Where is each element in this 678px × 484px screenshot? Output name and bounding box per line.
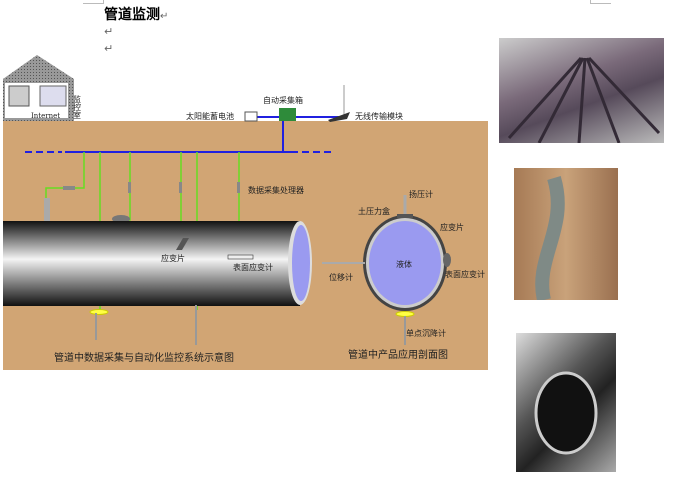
- monitor-room: Internet 监控室: [3, 55, 82, 121]
- paragraph-mark: ↵: [104, 25, 114, 38]
- piezometer-label: 扬压计: [409, 189, 433, 199]
- data-processor-label: 数据采集处理器: [248, 185, 304, 195]
- pipe-cross-section: [322, 195, 451, 345]
- strain-gauge-label: 应变片: [161, 253, 185, 263]
- wireless-module-icon: [328, 112, 350, 122]
- solar-battery-label: 太阳能蓄电池: [186, 111, 234, 121]
- page-corner-mark: [590, 0, 611, 4]
- settlement-meter-label: 单点沉降计: [406, 328, 446, 338]
- photo-pipe-trench: [514, 168, 618, 300]
- monitor-room-label: 监控室: [73, 94, 82, 119]
- caption-right: 管道中产品应用剖面图: [348, 348, 448, 361]
- photo-pipe-welding: [516, 333, 616, 472]
- section-strain-gauge-label: 应变片: [440, 222, 464, 232]
- strain-gauge-icon: [176, 238, 189, 250]
- page-corner-mark: [83, 0, 104, 4]
- screen-icon: [39, 85, 67, 107]
- pipeline: [3, 198, 312, 306]
- page-heading: 管道监测↵: [104, 4, 168, 24]
- section-surface-strain-meter-label: 表面应变计: [445, 269, 485, 279]
- surface-strain-meter-label: 表面应变计: [233, 262, 273, 272]
- auto-collection-box-icon: [279, 108, 296, 121]
- caption-left: 管道中数据采集与自动化监控系统示意图: [54, 351, 234, 364]
- solar-battery-icon: [244, 111, 258, 122]
- computer-icon: [8, 85, 30, 107]
- auto-collection-box-label: 自动采集箱: [263, 95, 303, 105]
- internet-label: Internet: [31, 112, 60, 120]
- wireless-module-label: 无线传输模块: [355, 111, 403, 121]
- liquid-label: 液体: [396, 259, 412, 269]
- paragraph-mark: ↵: [104, 42, 114, 55]
- surface-strain-meter-icon: [227, 254, 254, 260]
- photo-steel-pipes: [499, 38, 664, 143]
- earth-pressure-cell-label: 土压力盒: [358, 206, 390, 216]
- pipeline-monitoring-diagram: Internet 监控室 自动采集箱 太阳能蓄电池 无线传输模块 数据采集处理器…: [3, 55, 488, 370]
- heading-text: 管道监测: [104, 7, 160, 23]
- paragraph-mark: ↵: [160, 11, 169, 22]
- displacement-meter-label: 位移计: [329, 272, 353, 282]
